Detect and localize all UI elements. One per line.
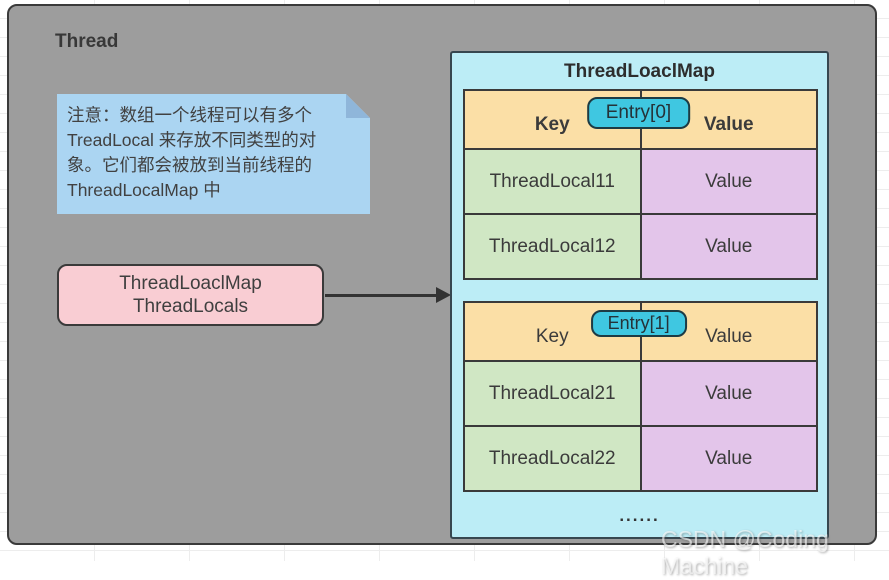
threadlocalmap-box: ThreadLoaclMap Entry[0] Key Value Thread…: [450, 51, 829, 539]
value-cell: Value: [641, 427, 816, 490]
map-title: ThreadLoaclMap: [564, 61, 715, 82]
table-row: ThreadLocal22 Value: [465, 427, 816, 490]
thread-title: Thread: [55, 31, 119, 52]
value-cell: Value: [641, 150, 816, 213]
note-line: 象。它们都会被放到当前线程的: [67, 155, 312, 175]
pointer-box: ThreadLoaclMap ThreadLocals: [57, 264, 324, 326]
note-line: TreadLocal 来存放不同类型的对: [67, 130, 317, 150]
pointer-box-line2: ThreadLocals: [132, 296, 249, 317]
key-cell: ThreadLocal21: [465, 362, 642, 425]
note-line: 注意：数组一个线程可以有多个: [67, 105, 312, 125]
note-box: 注意：数组一个线程可以有多个 TreadLocal 来存放不同类型的对 象。它们…: [57, 94, 370, 214]
value-header-cell: Value: [705, 325, 753, 347]
watermark: CSDN @Coding Machine: [661, 526, 829, 579]
entry-badge: Entry[1]: [590, 310, 687, 337]
ellipsis: ......: [619, 506, 660, 525]
value-cell: Value: [641, 215, 816, 278]
key-cell: ThreadLocal12: [465, 215, 642, 278]
entry-table-0: Entry[0] Key Value ThreadLocal11 Value T…: [463, 89, 818, 280]
folded-corner-icon: [346, 94, 370, 118]
table-row: ThreadLocal21 Value: [465, 362, 816, 427]
value-cell: Value: [641, 362, 816, 425]
note-line: ThreadLocalMap 中: [67, 180, 221, 200]
key-cell: ThreadLocal22: [465, 427, 642, 490]
pointer-box-line1: ThreadLoaclMap: [119, 273, 262, 294]
key-cell: ThreadLocal11: [465, 150, 642, 213]
entry-badge: Entry[0]: [586, 97, 691, 129]
value-header-cell: Value: [703, 113, 754, 135]
entry-table-1: Entry[1] Key Value ThreadLocal21 Value T…: [463, 301, 818, 492]
arrow-line: [325, 294, 439, 297]
table-row: ThreadLocal12 Value: [465, 215, 816, 278]
arrow-head-icon: [436, 287, 451, 303]
table-row: ThreadLocal11 Value: [465, 150, 816, 215]
thread-container: Thread 注意：数组一个线程可以有多个 TreadLocal 来存放不同类型…: [7, 4, 877, 579]
